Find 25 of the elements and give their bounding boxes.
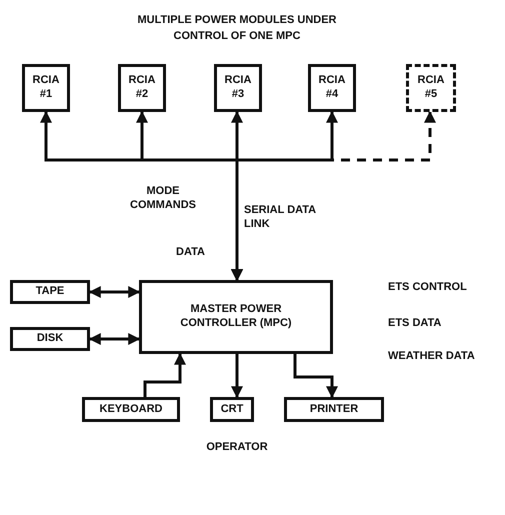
connector-arrow	[88, 286, 140, 298]
signal-label: OPERATOR	[205, 440, 269, 454]
signal-label: SERIAL DATA LINK	[244, 203, 317, 231]
process-box: RCIA #4	[308, 64, 356, 112]
signal-label: WEATHER DATA	[388, 349, 476, 363]
process-box: PRINTER	[284, 397, 384, 422]
signal-label: DATA	[176, 245, 206, 259]
process-box: TAPE	[10, 280, 90, 304]
process-box: RCIA #3	[214, 64, 262, 112]
process-box: CRT	[210, 397, 254, 422]
signal-label: MODE COMMANDS	[129, 184, 197, 212]
process-box: DISK	[10, 327, 90, 351]
diagram-title: MULTIPLE POWER MODULES UNDER CONTROL OF ONE MPC	[136, 13, 338, 44]
connector-arrow	[231, 110, 436, 282]
signal-label: ETS CONTROL	[388, 280, 468, 294]
signal-label: ETS DATA	[388, 316, 442, 330]
process-box: RCIA #5	[406, 64, 456, 112]
connector-arrow	[144, 352, 186, 397]
connector-arrow	[231, 354, 243, 398]
process-box: MASTER POWER CONTROLLER (MPC)	[139, 280, 333, 354]
process-box: RCIA #1	[22, 64, 70, 112]
connector-arrow	[88, 333, 140, 345]
process-box: RCIA #2	[118, 64, 166, 112]
connector-arrow	[294, 354, 338, 398]
process-box: KEYBOARD	[82, 397, 180, 422]
